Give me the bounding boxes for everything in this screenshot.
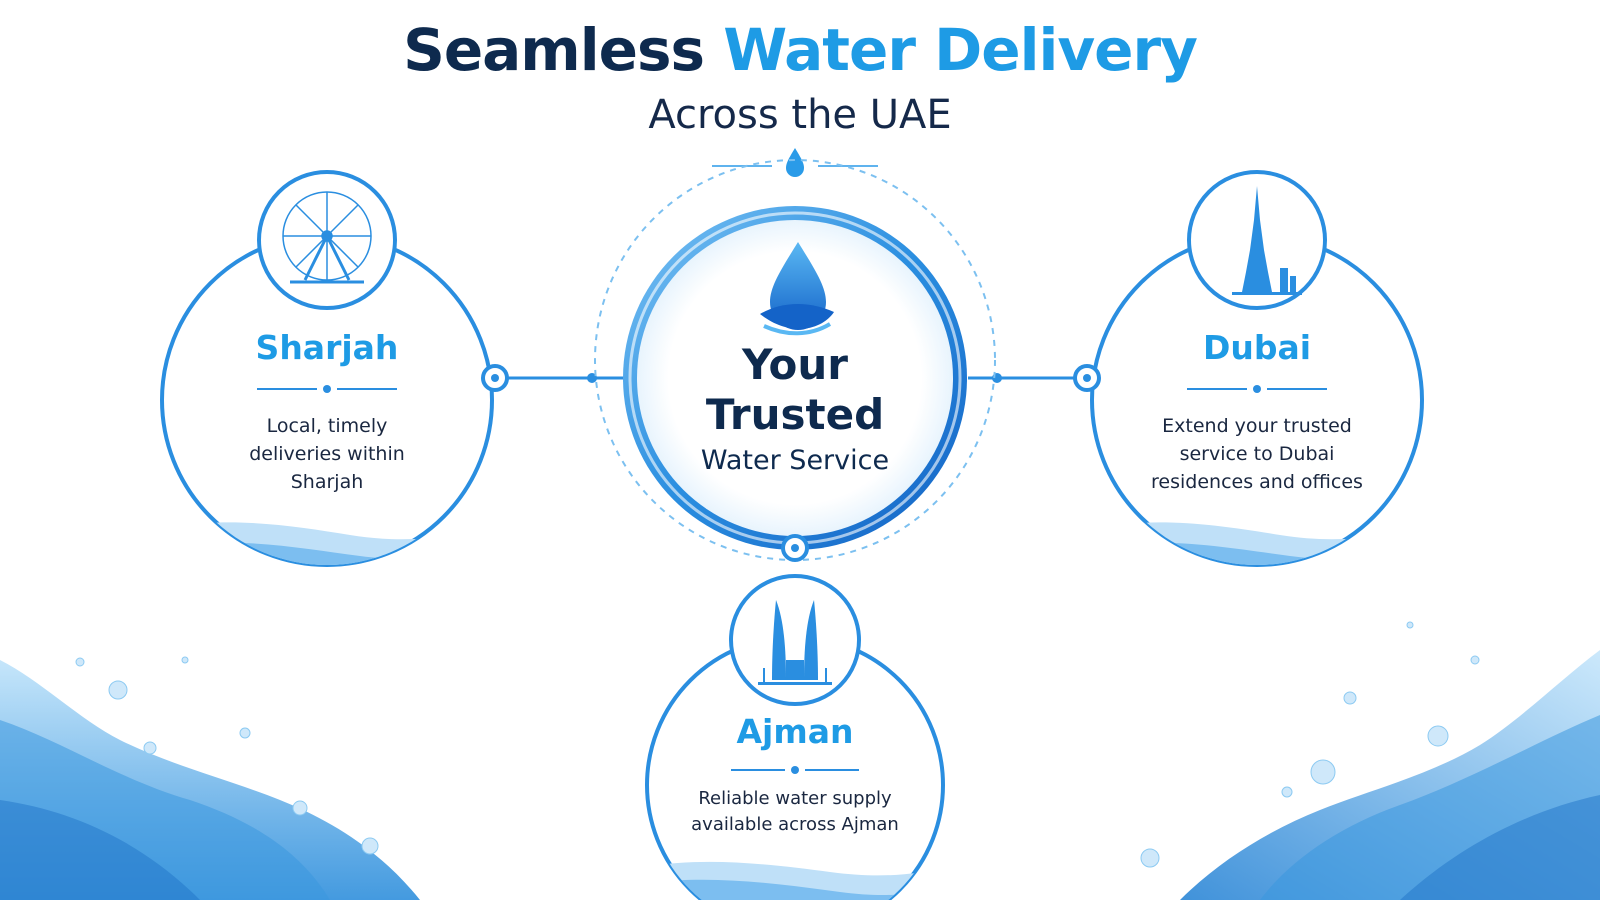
region-card-dubai — [1073, 170, 1424, 567]
water-splash-left — [0, 656, 420, 900]
region-name-ajman: Ajman — [736, 712, 854, 751]
center-text: Your Trusted Water Service — [645, 340, 945, 480]
center-line-2: Trusted — [705, 390, 885, 439]
ajman-divider — [731, 766, 859, 774]
region-desc-line: Sharjah — [290, 471, 364, 493]
region-name-sharjah: Sharjah — [255, 328, 399, 367]
burj-khalifa-icon — [1232, 186, 1302, 295]
region-name-dubai: Dubai — [1202, 328, 1312, 367]
water-drop-wave-icon — [760, 242, 834, 336]
region-card-sharjah — [160, 170, 509, 567]
region-desc-line: residences and offices — [1151, 471, 1363, 493]
region-desc-line: Local, timely — [266, 415, 388, 437]
water-splash-right — [1140, 621, 1600, 900]
page-subtitle: Across the UAE — [648, 92, 952, 138]
title-divider — [712, 148, 878, 177]
center-line-1: Your — [741, 340, 849, 389]
title-part-2: Water Delivery — [723, 16, 1198, 84]
region-desc-ajman: Reliable water supply available across A… — [665, 786, 925, 838]
region-desc-line: Reliable water supply — [698, 788, 892, 809]
region-desc-dubai: Extend your trusted service to Dubai res… — [1117, 412, 1397, 496]
region-desc-line: deliveries within — [249, 443, 405, 465]
region-desc-line: Extend your trusted — [1162, 415, 1352, 437]
region-desc-line: available across Ajman — [691, 814, 899, 835]
region-card-ajman — [645, 534, 945, 900]
ferris-wheel-icon — [282, 191, 372, 284]
sharjah-divider — [257, 385, 397, 393]
center-line-3: Water Service — [700, 445, 890, 476]
dubai-divider — [1187, 385, 1327, 393]
page-title: Seamless Water Delivery — [0, 14, 1600, 86]
small-drop-icon — [786, 148, 804, 177]
twin-towers-icon — [758, 600, 832, 685]
region-desc-line: service to Dubai — [1179, 443, 1335, 465]
center-badge — [594, 159, 996, 561]
title-part-1: Seamless — [403, 16, 705, 84]
region-desc-sharjah: Local, timely deliveries within Sharjah — [207, 412, 447, 496]
